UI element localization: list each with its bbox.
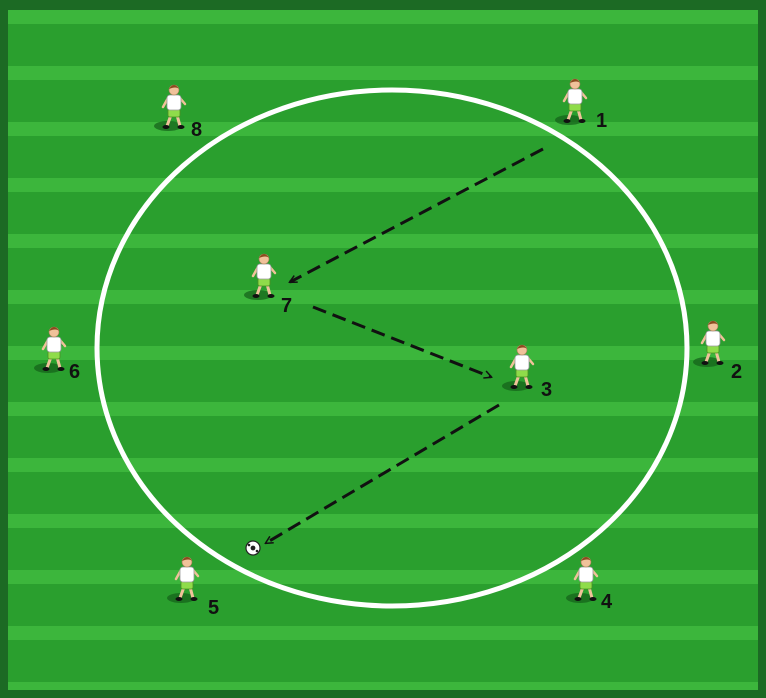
player-number-label: 6 (69, 361, 80, 383)
player-number-label: 3 (541, 379, 552, 401)
player-number-label: 2 (731, 361, 742, 383)
field-grass (8, 10, 758, 690)
player-number-label: 8 (191, 119, 202, 141)
soccer-ball-icon (246, 541, 260, 555)
player-number-label: 4 (601, 591, 613, 613)
player-number-label: 7 (281, 295, 292, 317)
player-number-label: 1 (596, 110, 607, 132)
player-number-label: 5 (208, 597, 219, 619)
